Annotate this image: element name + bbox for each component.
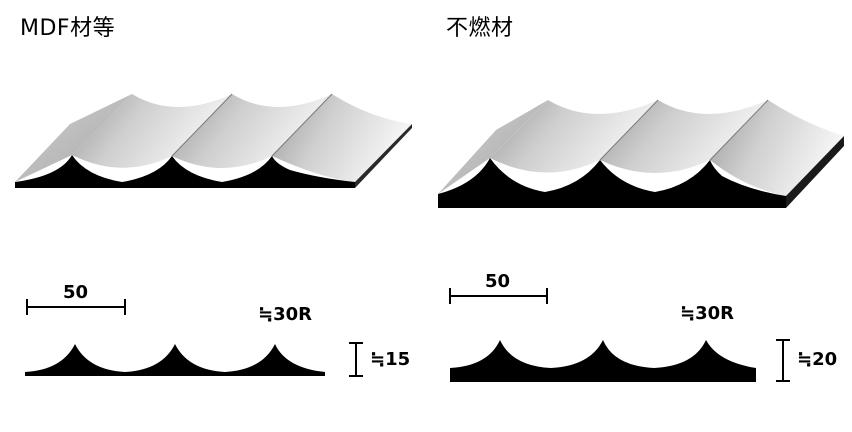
mdf-depth-dimension — [349, 342, 363, 377]
nonflammable-width-label: 50 — [485, 271, 511, 292]
panel-title-nonflammable: 不燃材 — [446, 16, 514, 41]
nonflammable-3d-panel — [438, 99, 844, 208]
nonflammable-radius-label: ≒30R — [680, 303, 734, 324]
mdf-3d-panel — [15, 93, 412, 188]
nonflammable-depth-label: ≒20 — [797, 349, 838, 370]
nonflammable-section-profile — [450, 340, 756, 382]
mdf-radius-label: ≒30R — [258, 304, 312, 325]
panel-title-mdf: MDF材等 — [20, 16, 116, 41]
mdf-width-dimension — [26, 299, 126, 315]
mdf-width-label: 50 — [63, 282, 89, 303]
mdf-depth-label: ≒15 — [370, 349, 411, 370]
mdf-section-profile — [25, 344, 325, 376]
nonflammable-depth-dimension — [776, 339, 790, 382]
nonflammable-width-dimension — [449, 288, 548, 304]
